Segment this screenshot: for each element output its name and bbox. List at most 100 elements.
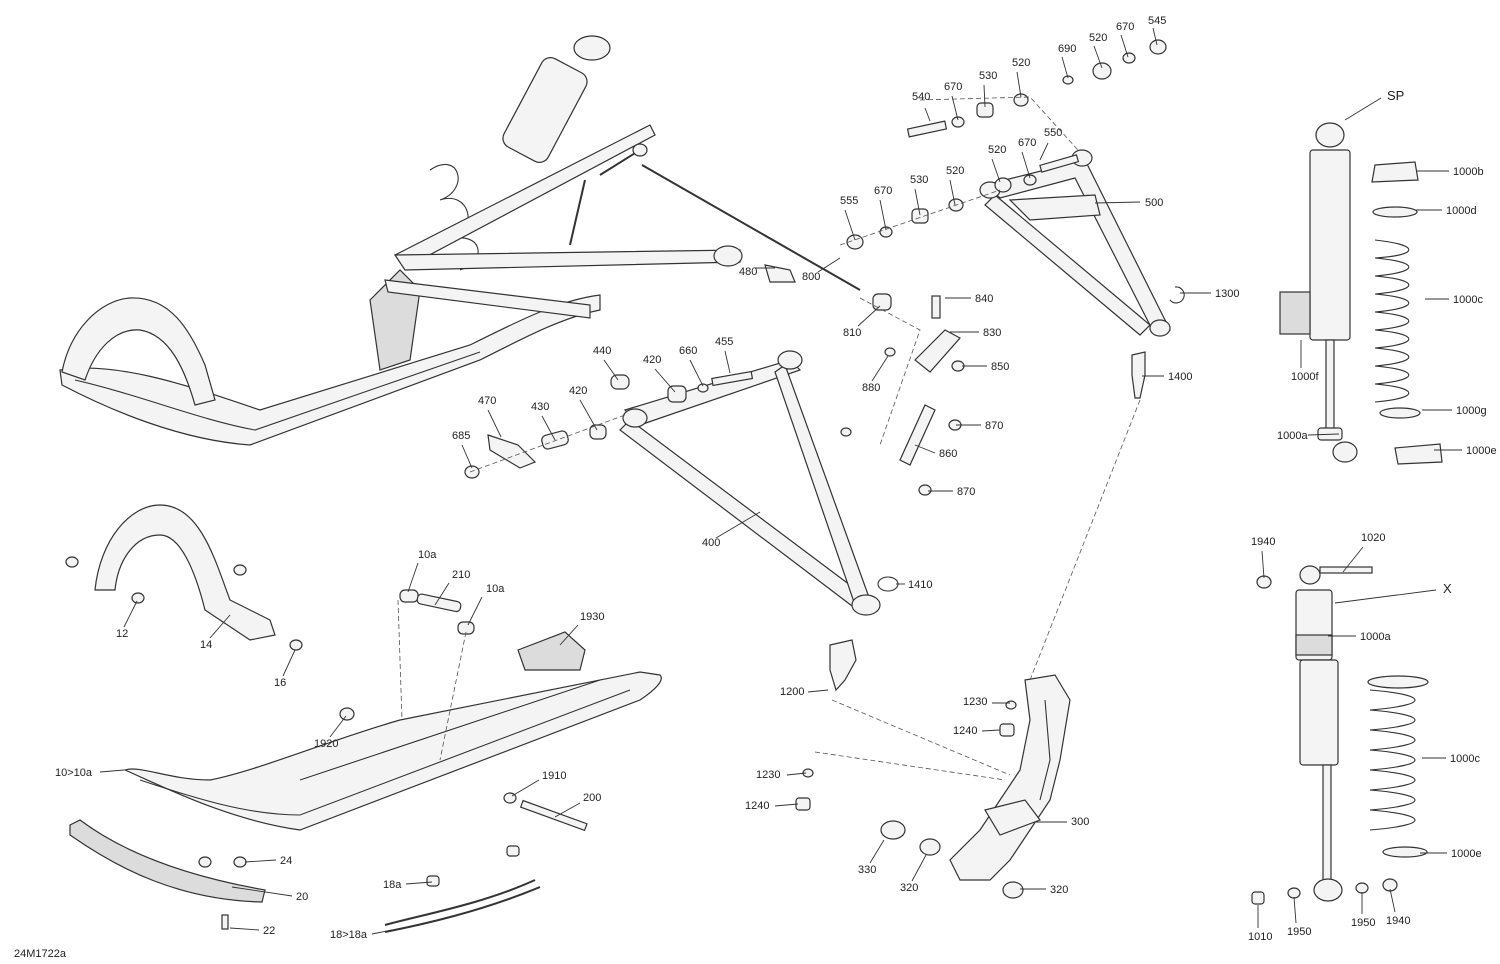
callout-label-c540: 540 [912,91,930,103]
callout-label-c1000a1: 1000a [1277,430,1308,442]
leader-line-c1240a [981,729,1001,732]
callout-label-c470: 470 [478,395,496,407]
callout-label-c1950a: 1950 [1287,926,1311,938]
callout-label-c12: 12 [116,628,128,640]
leader-line-c1950a [1293,896,1297,924]
leader-line-c20 [231,886,293,897]
leader-line-c330 [869,839,885,864]
callout-label-c455: 455 [715,336,733,348]
leader-line-c660 [689,359,704,387]
leader-line-c10a2 [467,596,483,626]
callout-label-c22: 22 [263,925,275,937]
callout-label-c860: 860 [939,448,957,460]
callout-label-c320b: 320 [1050,884,1068,896]
callout-label-c550: 550 [1044,127,1062,139]
callout-label-c840: 840 [975,293,993,305]
callout-label-c420b: 420 [569,385,587,397]
leader-line-c540 [924,107,931,122]
callout-label-c660: 660 [679,345,697,357]
shock-sp-group [1279,122,1443,465]
callout-label-c1300: 1300 [1215,288,1239,300]
diagram-code-label: 24M1722a [14,948,67,960]
callout-label-c10a1: 10a [418,549,437,561]
callout-label-c685: 685 [452,430,470,442]
leader-line-c470 [487,409,502,438]
callout-label-c1020: 1020 [1361,532,1385,544]
leader-line-c1200 [807,689,829,693]
callout-label-c1000e1: 1000e [1466,445,1497,457]
callout-label-c1000c2: 1000c [1450,753,1480,765]
callout-label-sp: SP [1387,88,1404,103]
leader-line-c685 [461,444,473,469]
callout-label-c830: 830 [983,327,1001,339]
callout-label-c1230b: 1230 [756,769,780,781]
leader-line-c1240b [774,803,799,807]
callout-label-c200: 200 [583,792,601,804]
callout-label-c1000b: 1000b [1453,166,1484,178]
callout-label-c670c: 670 [874,185,892,197]
callout-label-c1910: 1910 [542,770,566,782]
callout-label-c690: 690 [1058,43,1076,55]
callout-label-c10ta: 10>10a [55,767,93,779]
callout-label-c530a: 530 [979,70,997,82]
leader-line-c455 [724,350,731,374]
leader-line-c860 [914,444,936,454]
callout-label-c1000a2: 1000a [1360,631,1391,643]
leader-line-c10a1 [407,562,419,593]
callout-label-c1000c1: 1000c [1453,294,1483,306]
leader-line-c430 [541,415,556,441]
callout-label-c1000g: 1000g [1456,405,1487,417]
leader-line-c12 [123,600,138,628]
leader-line-c200 [554,802,581,818]
leader-line-c1930 [559,624,579,646]
leader-line-c16 [282,649,296,677]
callout-label-c670a: 670 [944,81,962,93]
leader-line-x [1334,589,1437,604]
leader-line-c1000a1 [1307,433,1340,436]
runner-20-carbide-18-group [69,819,541,933]
callout-label-c1240b: 1240 [745,800,769,812]
leader-line-c500 [1094,201,1141,204]
leader-line-c520b [1093,45,1103,69]
leader-line-c400 [715,511,761,539]
lower-a-arm-400-group [464,293,965,692]
callout-label-c1000d: 1000d [1446,205,1477,217]
callout-label-c520c: 520 [946,165,964,177]
callout-label-c400: 400 [702,537,720,549]
callout-label-c20: 20 [296,891,308,903]
leader-line-c210 [434,582,450,606]
callout-label-c880: 880 [862,382,880,394]
leader-line-c670b [1120,34,1129,58]
leader-line-c670d [1021,151,1031,179]
leader-line-c520a [1016,71,1022,98]
leader-line-c18t [371,929,393,935]
leader-line-c1910 [511,779,540,797]
callout-label-c1010: 1010 [1248,931,1272,943]
callout-label-c210: 210 [452,569,470,581]
callout-label-c870a: 870 [985,420,1003,432]
leader-line-c1230b [786,772,807,776]
callout-label-c1000e2: 1000e [1451,848,1482,860]
callout-label-c1400: 1400 [1168,371,1192,383]
callout-label-c1200: 1200 [780,686,804,698]
callout-label-c1410: 1410 [908,579,932,591]
leader-line-c520c [949,179,956,206]
callout-label-c1000f: 1000f [1291,371,1319,383]
leader-line-sp [1344,97,1382,121]
leader-line-c520d [991,158,1001,183]
leader-line-c420a [654,368,676,393]
leader-line-c670a [951,95,959,121]
part-480-plate [764,264,796,283]
callout-label-c800: 800 [802,271,820,283]
tie-rod-800 [641,164,861,291]
callout-label-c850: 850 [991,361,1009,373]
callout-label-c300: 300 [1071,816,1089,828]
callout-label-c1230a: 1230 [963,696,987,708]
shock-x-group [1251,565,1429,905]
leader-line-c545 [1152,27,1158,46]
leader-line-c670c [879,199,887,231]
callout-label-c16: 16 [274,677,286,689]
leader-line-c1920 [329,715,347,738]
